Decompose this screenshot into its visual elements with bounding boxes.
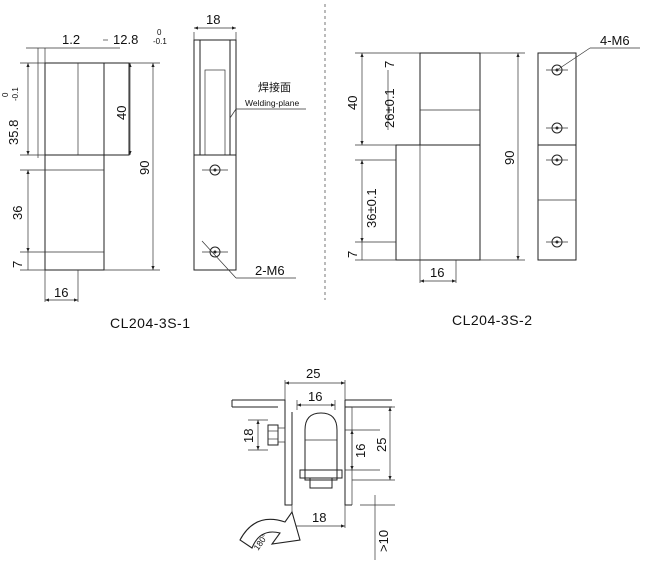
dim-width-tol-upper: 0 (157, 28, 162, 37)
right-dim-height-17: 7 (382, 61, 397, 68)
right-dim-height-90: 90 (502, 151, 517, 165)
right-holes-label: 4-M6 (600, 33, 630, 48)
welding-plane-en: Welding-plane (245, 98, 299, 108)
dim-height-40: 40 (114, 106, 129, 120)
hinge-barrel (304, 412, 338, 481)
bottom-dim-height-25: 25 (374, 438, 389, 452)
bottom-view: 25 16 18 16 25 18 >10 180° (231, 366, 395, 560)
bottom-dim-height-16: 16 (353, 444, 368, 458)
dim-width-tol-lower: -0.1 (153, 37, 167, 46)
dim-height-upper-tol-lower: -0.1 (11, 87, 20, 101)
bottom-dim-height-18: 18 (241, 429, 256, 443)
dim-width-main: 12.8 (113, 32, 138, 47)
right-caption: CL204-3S-2 (452, 312, 533, 328)
dim-height-36: 36 (10, 206, 25, 220)
welding-plane-cn: 焊接面 (258, 80, 291, 94)
mount-nut (267, 424, 279, 446)
right-dim-bottom-16: 16 (430, 265, 444, 280)
rotation-arrow-icon (239, 510, 301, 549)
dim-height-7: 7 (10, 261, 25, 268)
bottom-dim-bottom-18: 18 (312, 510, 326, 525)
left-view: 1.2 12.8 0 -0.1 35.8 0 -0.1 36 7 40 90 1… (1, 12, 306, 331)
dim-bottom-16: 16 (54, 285, 68, 300)
left-holes-label: 2-M6 (255, 263, 285, 278)
right-hinge-leaf-bottom (395, 144, 481, 261)
left-hinge-leaf-bottom (44, 154, 105, 271)
bottom-dim-width-16: 16 (308, 389, 322, 404)
bottom-dim-clearance: >10 (376, 530, 391, 552)
dim-top-thickness: 1.2 (62, 32, 80, 47)
dim-side-width: 18 (206, 12, 220, 27)
dim-height-90: 90 (137, 161, 152, 175)
dim-height-upper-tol-upper: 0 (1, 92, 10, 97)
right-dim-height-36: 36±0.1 (364, 188, 379, 228)
left-caption: CL204-3S-1 (110, 315, 191, 331)
right-dim-height-7: 7 (345, 251, 360, 258)
dim-height-upper: 35.8 (6, 120, 21, 145)
right-dim-height-26: 26±0.1 (382, 88, 397, 128)
right-hinge-leaf-top (419, 52, 481, 146)
right-view: 40 26±0.1 7 36±0.1 7 90 16 (345, 33, 640, 328)
right-side-profile (537, 52, 577, 261)
right-dim-height-40: 40 (345, 96, 360, 110)
bottom-dim-width-25: 25 (306, 366, 320, 381)
